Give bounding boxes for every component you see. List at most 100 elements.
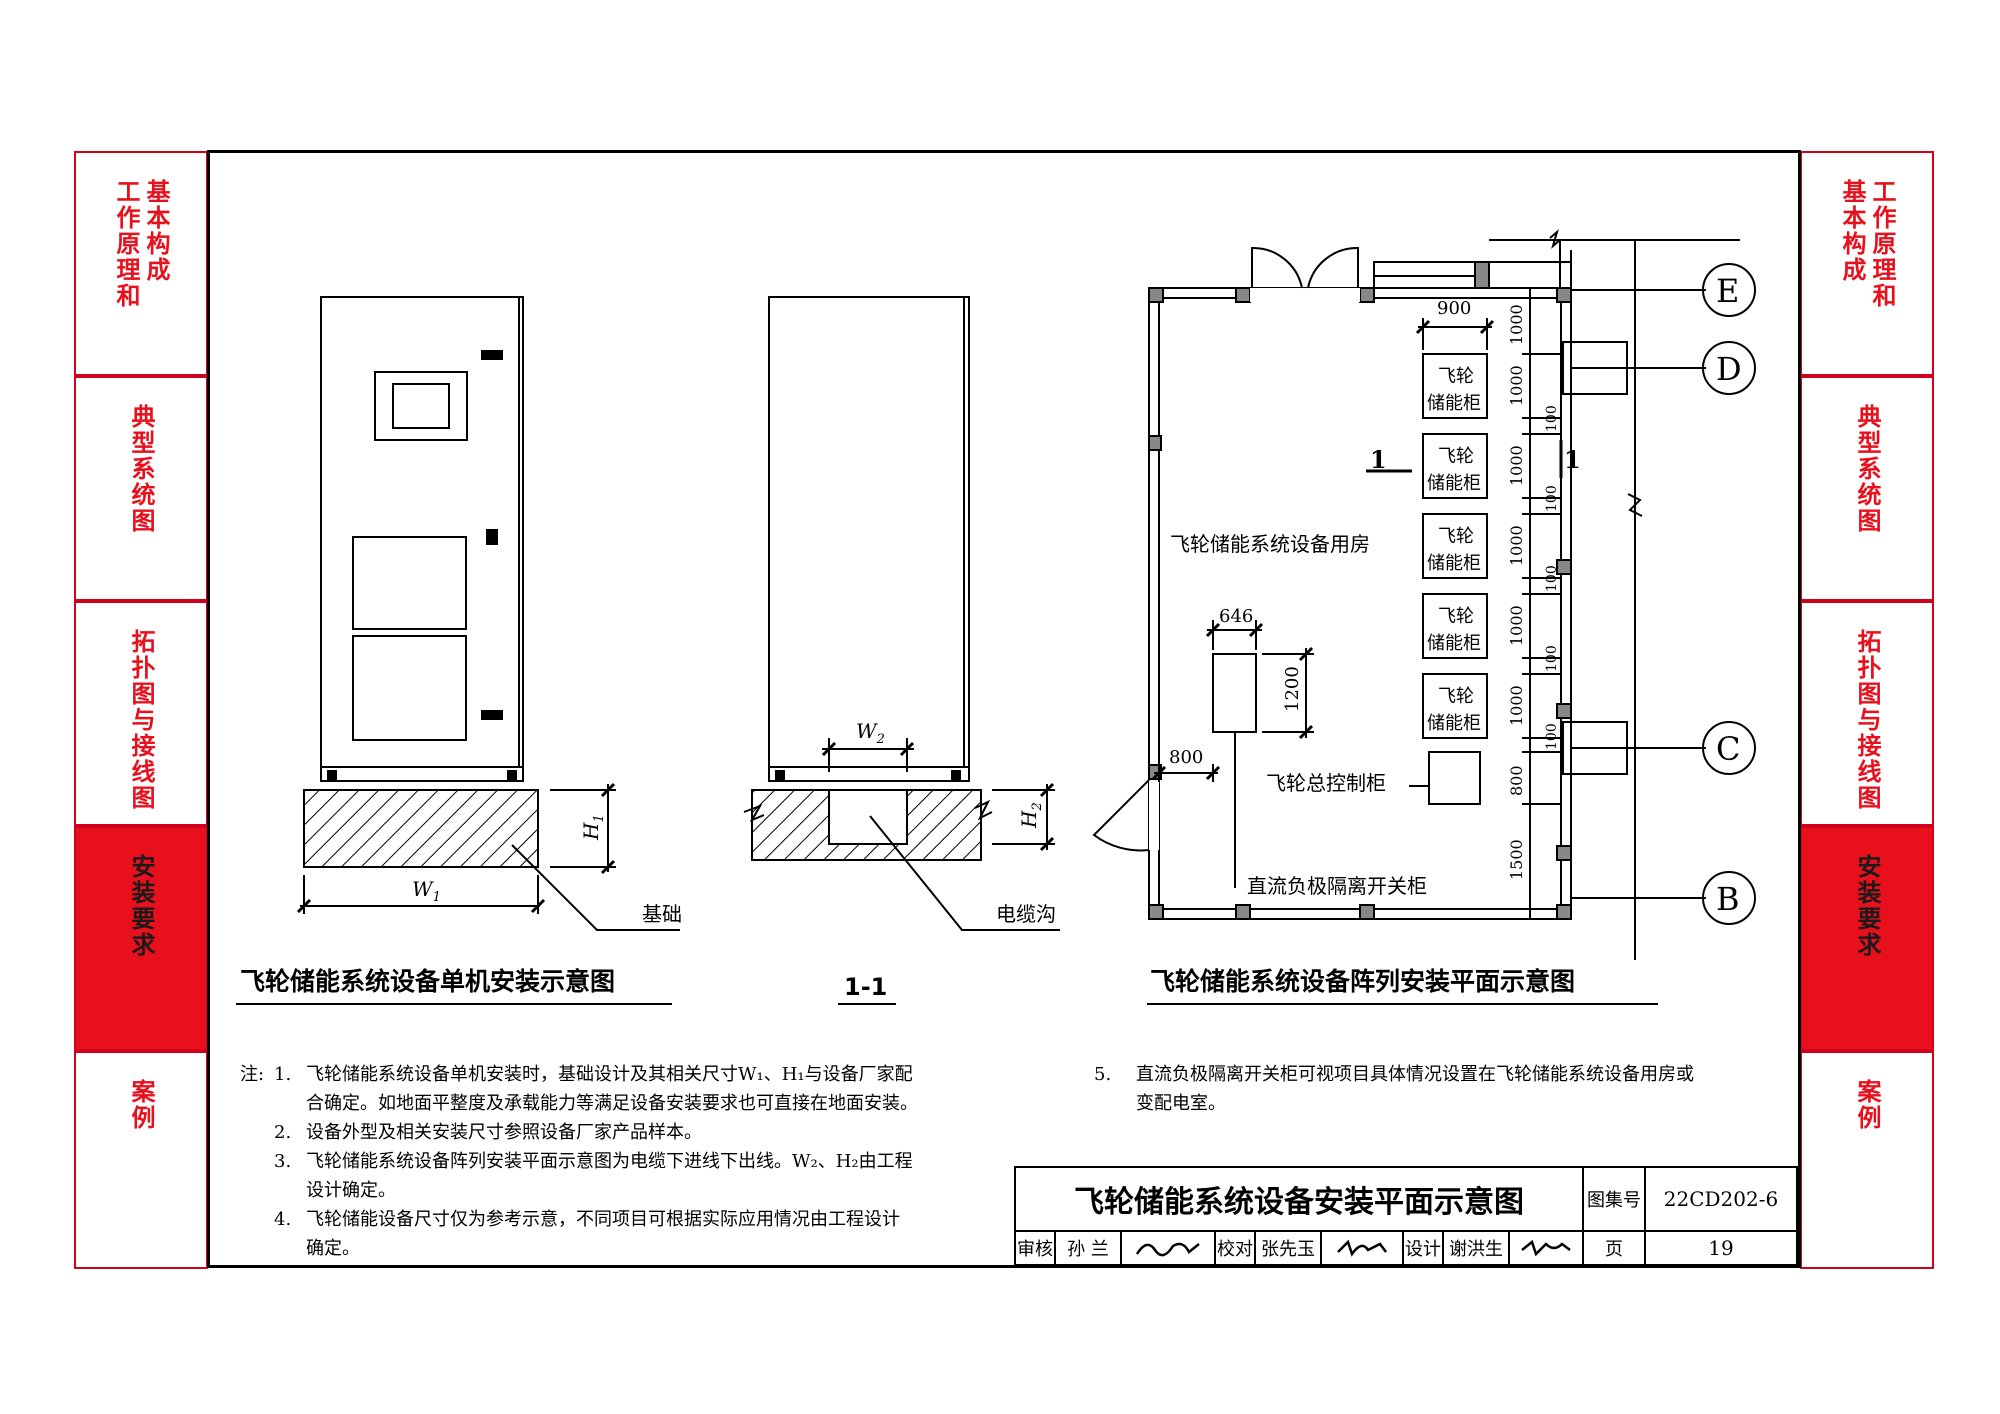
vertical-dimensions: 1000 1000 100 1000 100 1000 100 1000 100… — [1507, 304, 1560, 880]
side-tab-principle-right[interactable]: 基本构成 工作原理和 — [1800, 151, 1934, 376]
dim-label: 100 — [1544, 645, 1560, 672]
title-block: 飞轮储能系统设备安装平面示意图 图集号 22CD202-6 审核 孙 兰 校对 … — [1014, 1166, 1798, 1266]
w1-label: W1 — [412, 877, 441, 905]
drawing-frame — [207, 150, 1801, 1268]
dc-cabinet-label: 直流负极隔离开关柜 — [1247, 874, 1427, 898]
single-unit-elevation — [296, 296, 680, 931]
dc-switch-cabinet — [1212, 653, 1257, 733]
note-text: 变配电室。 — [1136, 1093, 1226, 1114]
axis-labels: E D C B — [1716, 272, 1742, 918]
flywheel-cabinet-label: 储能柜 — [1427, 473, 1481, 494]
axis-bubble-b — [1702, 871, 1756, 925]
page-number: 19 — [1646, 1232, 1798, 1266]
dim-label: 1000 — [1507, 525, 1526, 566]
flywheel-cabinet — [1422, 513, 1488, 579]
checker-signature — [1322, 1232, 1404, 1266]
flywheel-cabinet-label: 储能柜 — [1427, 713, 1481, 734]
note-text: 确定。 — [306, 1238, 360, 1259]
note-text: 飞轮储能系统设备单机安装时，基础设计及其相关尺寸W₁、H₁与设备厂家配 — [306, 1064, 913, 1085]
side-tab-case-right[interactable]: 案例 — [1800, 1051, 1934, 1269]
side-tab-install-left[interactable]: 安装要求 — [74, 826, 208, 1051]
note-text: 飞轮储能系统设备阵列安装平面示意图为电缆下进线下出线。W₂、H₂由工程 — [306, 1151, 913, 1172]
side-tab-principle-left[interactable]: 工作原理和 基本构成 — [74, 151, 208, 376]
note-item: 2. 设备外型及相关安装尺寸参照设备厂家产品样本。 — [240, 1118, 1010, 1147]
note-item: 5. 直流负极隔离开关柜可视项目具体情况设置在飞轮储能系统设备用房或变配电室。 — [1094, 1060, 1794, 1118]
axis-bubble-d — [1702, 341, 1756, 395]
note-number: 1. — [274, 1064, 292, 1085]
flywheel-cabinet-label: 飞轮 — [1438, 366, 1474, 387]
flywheel-cabinet-label: 飞轮 — [1438, 686, 1474, 707]
flywheel-cabinet-label: 储能柜 — [1427, 553, 1481, 574]
axis-label-e: E — [1716, 272, 1739, 310]
designer-name: 谢洪生 — [1444, 1232, 1510, 1266]
flywheel-cabinet — [1422, 673, 1488, 739]
atlas-number: 22CD202-6 — [1646, 1168, 1798, 1232]
notes-right: 5. 直流负极隔离开关柜可视项目具体情况设置在飞轮储能系统设备用房或变配电室。 — [1094, 1060, 1794, 1118]
side-tab-label: 典型系统图 — [127, 404, 155, 534]
side-tab-install-right[interactable]: 安装要求 — [1800, 826, 1934, 1051]
dim-900: 900 — [1437, 298, 1471, 319]
side-tab-label: 案例 — [127, 1079, 155, 1131]
caption-single-unit: 飞轮储能系统设备单机安装示意图 — [240, 967, 615, 996]
flywheel-cabinet-label: 飞轮 — [1438, 526, 1474, 547]
h1-label: H1 — [579, 814, 607, 841]
axis-bubble-e — [1702, 263, 1756, 317]
dim-label: 1000 — [1507, 445, 1526, 486]
dim-label: 1000 — [1507, 685, 1526, 726]
plan-view — [1092, 229, 1756, 1005]
dim-label: 100 — [1544, 723, 1560, 750]
notes-left: 注: 1. 飞轮储能系统设备单机安装时，基础设计及其相关尺寸W₁、H₁与设备厂家… — [240, 1060, 1010, 1263]
drawing-title: 飞轮储能系统设备安装平面示意图 — [1016, 1168, 1584, 1232]
note-text: 直流负极隔离开关柜可视项目具体情况设置在飞轮储能系统设备用房或 — [1136, 1064, 1694, 1085]
dim-label: 1000 — [1507, 365, 1526, 406]
page-label: 页 — [1584, 1232, 1646, 1266]
note-item: 4. 飞轮储能设备尺寸仅为参考示意，不同项目可根据实际应用情况由工程设计确定。 — [240, 1205, 1010, 1263]
section-mark: 1 — [1370, 445, 1387, 474]
dim-label: 1500 — [1507, 839, 1526, 880]
notes-prefix: 注: — [240, 1064, 265, 1085]
side-tab-label: 工作原理和 — [112, 179, 140, 309]
note-number: 5. — [1094, 1064, 1112, 1085]
dim-646: 646 — [1219, 606, 1253, 627]
cabinet-labels: 飞轮 储能柜 飞轮 储能柜 飞轮 储能柜 飞轮 储能柜 飞轮 储能柜 — [1427, 366, 1481, 734]
cabinet-panel — [352, 536, 467, 630]
note-number: 3. — [274, 1151, 292, 1172]
side-tab-system-right[interactable]: 典型系统图 — [1800, 376, 1934, 601]
note-item: 注: 1. 飞轮储能系统设备单机安装时，基础设计及其相关尺寸W₁、H₁与设备厂家… — [240, 1060, 1010, 1118]
note-text: 飞轮储能设备尺寸仅为参考示意，不同项目可根据实际应用情况由工程设计 — [306, 1209, 900, 1230]
cabinet-panel — [352, 635, 467, 741]
designer-signature — [1510, 1232, 1584, 1266]
flywheel-cabinet-label: 飞轮 — [1438, 606, 1474, 627]
axis-label-d: D — [1716, 350, 1742, 388]
cable-trench — [828, 789, 908, 845]
master-cabinet-label: 飞轮总控制柜 — [1266, 771, 1386, 795]
side-tab-label: 基本构成 — [1838, 179, 1866, 283]
flywheel-cabinet-label: 储能柜 — [1427, 633, 1481, 654]
dim-label: 100 — [1544, 485, 1560, 512]
side-tab-label: 安装要求 — [1853, 854, 1881, 958]
h2-label: H2 — [1017, 802, 1045, 829]
side-tab-label: 拓扑图与接线图 — [127, 629, 155, 811]
side-tab-topology-right[interactable]: 拓扑图与接线图 — [1800, 601, 1934, 826]
cabinet-screen — [374, 371, 468, 441]
master-control-cabinet — [1428, 751, 1481, 805]
side-tab-label: 案例 — [1853, 1079, 1881, 1131]
dim-1200: 1200 — [1282, 666, 1303, 712]
trench-label: 电缆沟 — [996, 902, 1056, 926]
w2-label: W2 — [856, 719, 885, 747]
checker-name: 张先玉 — [1256, 1232, 1322, 1266]
dim-label: 100 — [1544, 565, 1560, 592]
note-item: 3. 飞轮储能系统设备阵列安装平面示意图为电缆下进线下出线。W₂、H₂由工程设计… — [240, 1147, 1010, 1205]
foundation-block — [303, 789, 539, 868]
caption-section: 1-1 — [844, 973, 887, 1001]
side-tab-label: 工作原理和 — [1868, 179, 1896, 309]
flywheel-cabinet-label: 储能柜 — [1427, 393, 1481, 414]
dim-label: 100 — [1544, 405, 1560, 432]
flywheel-cabinet-label: 飞轮 — [1438, 446, 1474, 467]
room-label: 飞轮储能系统设备用房 — [1170, 532, 1370, 556]
section-mark: 1 — [1564, 445, 1581, 474]
flywheel-cabinet — [1422, 433, 1488, 499]
note-number: 2. — [274, 1122, 292, 1143]
axis-label-b: B — [1716, 880, 1740, 918]
